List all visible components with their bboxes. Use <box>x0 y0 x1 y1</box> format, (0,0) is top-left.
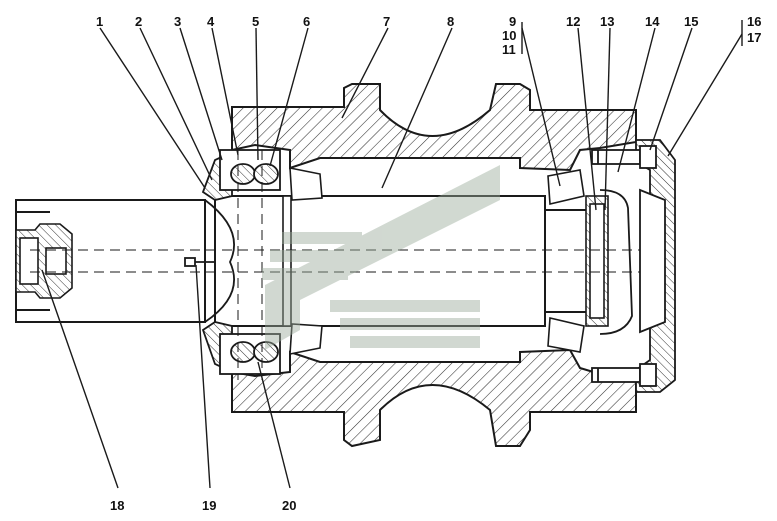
right-bearing <box>547 169 609 353</box>
part-label-16: 16 <box>747 14 761 29</box>
part-label-14: 14 <box>645 14 660 29</box>
part-label-10: 10 <box>502 28 516 43</box>
left-seal-assembly <box>184 149 281 375</box>
shaft-end-plug <box>15 223 73 299</box>
part-label-13: 13 <box>600 14 614 29</box>
part-label-15: 15 <box>684 14 698 29</box>
part-label-5: 5 <box>252 14 259 29</box>
part-label-4: 4 <box>207 14 215 29</box>
part-labels: 1 2 3 4 5 6 7 8 9 10 11 12 13 14 15 16 1… <box>96 14 761 513</box>
part-label-9: 9 <box>509 14 516 29</box>
part-label-12: 12 <box>566 14 580 29</box>
part-label-18: 18 <box>110 498 124 513</box>
part-label-11: 11 <box>502 42 516 57</box>
roller-body <box>231 83 637 448</box>
part-label-8: 8 <box>447 14 454 29</box>
part-label-3: 3 <box>174 14 181 29</box>
watermark-logo <box>262 165 500 350</box>
part-label-17: 17 <box>747 30 761 45</box>
part-label-7: 7 <box>383 14 390 29</box>
part-label-19: 19 <box>202 498 216 513</box>
part-label-6: 6 <box>303 14 310 29</box>
part-label-20: 20 <box>282 498 296 513</box>
leader-lines <box>41 20 743 489</box>
left-bearing <box>282 167 323 355</box>
center-lines <box>30 150 640 380</box>
right-end-cover <box>591 139 676 393</box>
part-label-1: 1 <box>96 14 103 29</box>
part-label-2: 2 <box>135 14 142 29</box>
